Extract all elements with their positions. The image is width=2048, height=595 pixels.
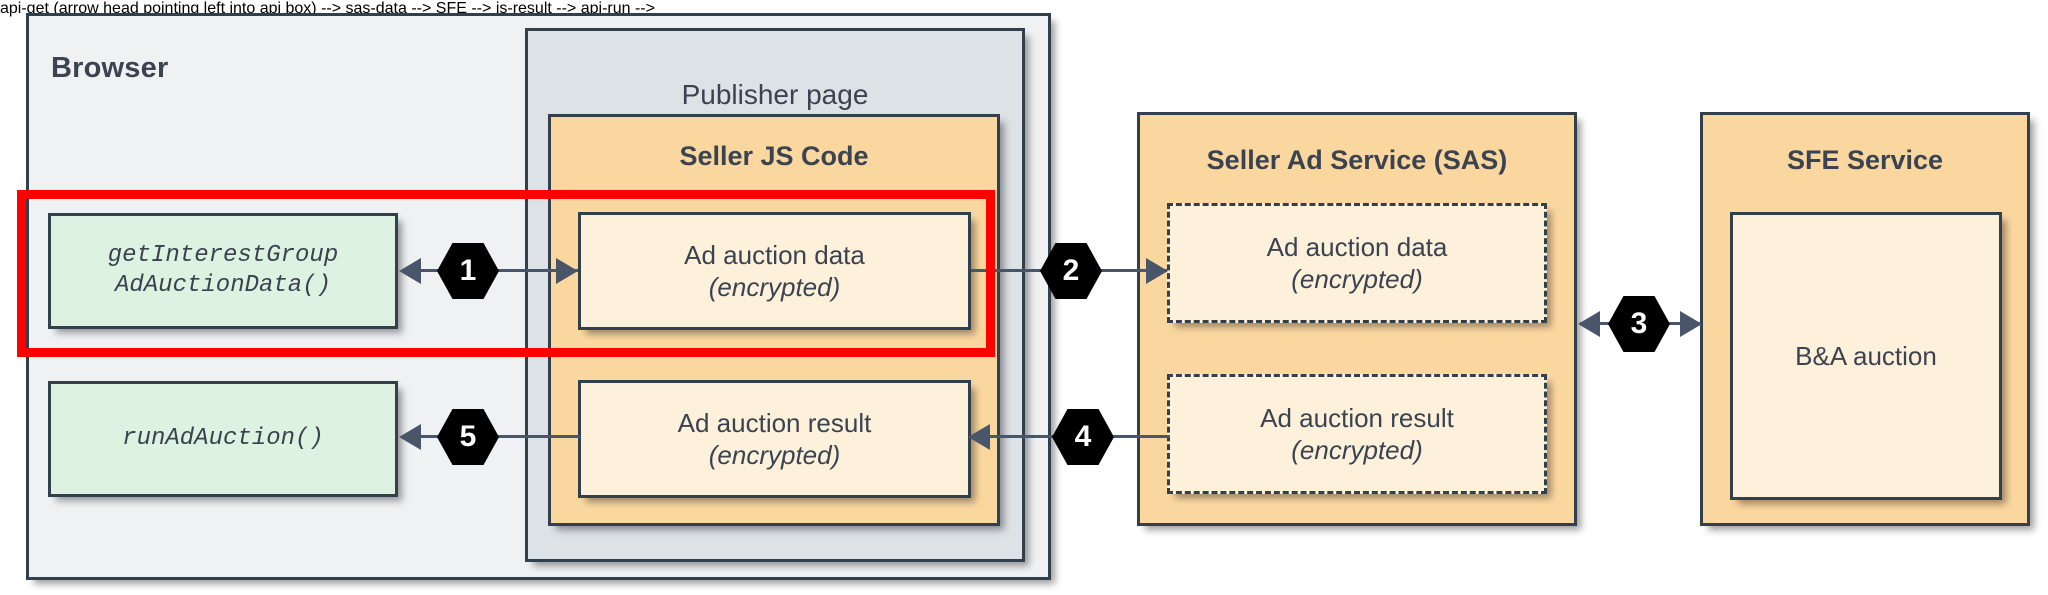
leaf-title: B&A auction (1795, 340, 1937, 371)
arrow-step-3-right (1680, 311, 1702, 337)
arrow-step-1-left (399, 258, 421, 284)
arrow-step-5-left (399, 424, 421, 450)
seller-js-ad-auction-result: Ad auction result (encrypted) (578, 380, 971, 498)
leaf-title: Ad auction result (677, 407, 872, 438)
leaf-subtitle: (encrypted) (1291, 264, 1423, 294)
get-interest-group-ad-auction-data-api: getInterestGroup AdAuctionData() (48, 213, 398, 329)
run-ad-auction-api: runAdAuction() (48, 381, 398, 497)
publisher-page-label: Publisher page (681, 79, 869, 110)
connector-step-1 (420, 269, 578, 272)
arrow-step-1-right (556, 258, 578, 284)
leaf-title: Ad auction result (1260, 402, 1454, 433)
step-marker-1: 1 (437, 243, 499, 299)
api-label: getInterestGroup AdAuctionData() (107, 242, 339, 299)
api-label: runAdAuction() (122, 425, 324, 453)
arrow-step-4-left (968, 424, 990, 450)
leaf-title: Ad auction data (684, 239, 865, 270)
step-marker-4: 4 (1052, 409, 1114, 465)
leaf-subtitle: (encrypted) (708, 272, 841, 302)
leaf-subtitle: (encrypted) (708, 440, 841, 470)
step-marker-3: 3 (1608, 296, 1670, 352)
leaf-subtitle: (encrypted) (1291, 435, 1423, 465)
seller-js-code-label: Seller JS Code (679, 141, 869, 171)
seller-js-ad-auction-data: Ad auction data (encrypted) (578, 212, 971, 330)
sfe-service-label: SFE Service (1786, 145, 1944, 175)
sas-ad-auction-data: Ad auction data (encrypted) (1167, 203, 1547, 323)
step-marker-2: 2 (1040, 243, 1102, 299)
leaf-title: Ad auction data (1266, 231, 1448, 262)
arrow-step-2-right (1146, 258, 1168, 284)
arrow-step-3-left (1578, 311, 1600, 337)
connector-step-5 (420, 435, 580, 438)
sas-ad-auction-result: Ad auction result (encrypted) (1167, 374, 1547, 494)
seller-ad-service-label: Seller Ad Service (SAS) (1206, 145, 1508, 175)
step-marker-5: 5 (437, 409, 499, 465)
sfe-ba-auction: B&A auction (1730, 212, 2002, 500)
